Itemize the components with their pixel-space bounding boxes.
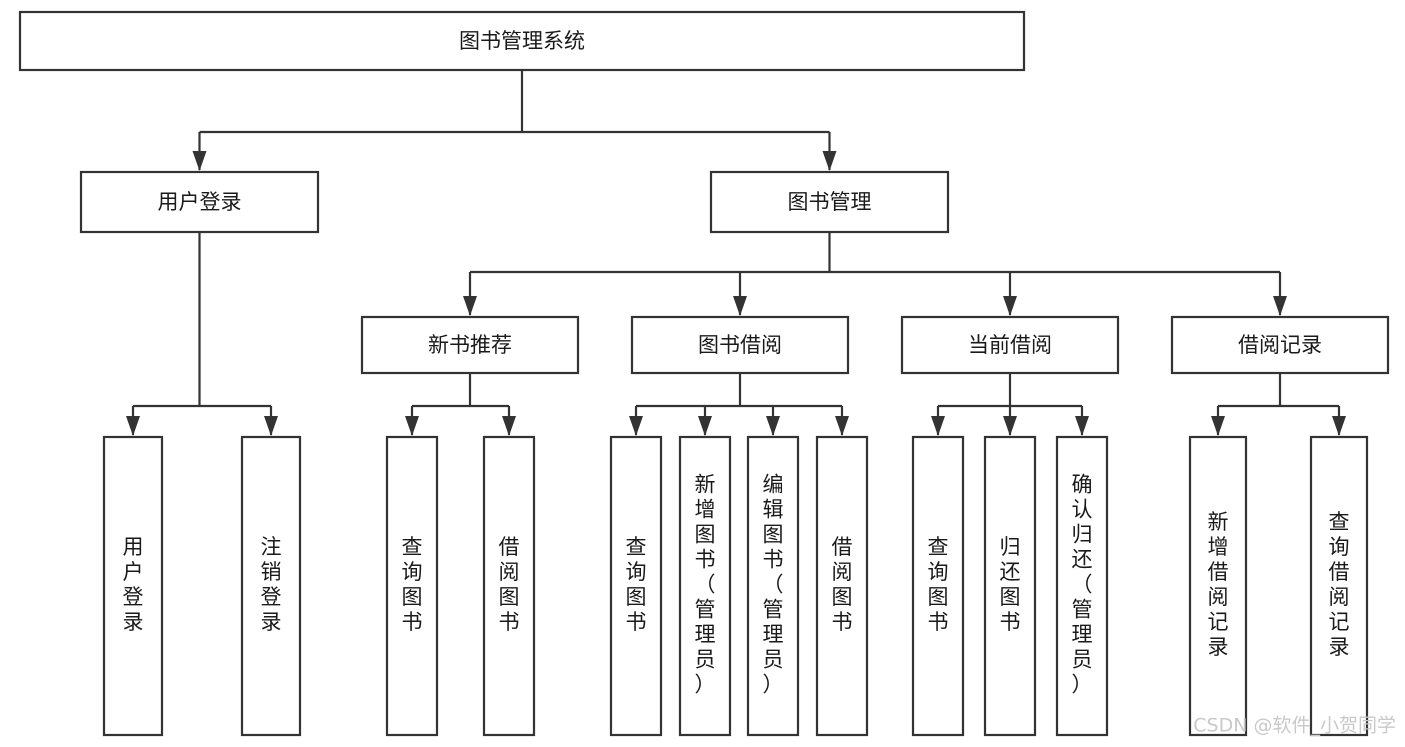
node-leaf-user-login[interactable]: 用户登录: [102, 435, 164, 737]
node-current-borrow-label: 当前借阅: [968, 333, 1052, 357]
node-leaf-confirm-return-admin-label: 确认归还（管理员）: [1072, 473, 1093, 697]
arrow-new-book-recommend-to-leaf-borrow-book-recommend: [502, 416, 516, 436]
arrow-borrow-record-to-leaf-query-borrow-record: [1332, 416, 1346, 436]
node-book-management-label: 图书管理: [788, 190, 872, 214]
node-leaf-query-book-recommend-label: 查询图书: [402, 535, 423, 634]
arrow-root-to-user-login: [192, 151, 207, 171]
node-leaf-query-book-borrow[interactable]: 查询图书: [609, 435, 663, 737]
arrow-bm-to-new-book-recommend: [463, 296, 477, 316]
arrow-root-to-book-management: [822, 151, 837, 171]
arrow-book-borrow-to-leaf-query-book-borrow: [629, 416, 643, 436]
node-leaf-query-book-recommend-box[interactable]: [385, 435, 439, 737]
node-leaf-add-borrow-record[interactable]: 新增借阅记录: [1188, 435, 1248, 737]
node-user-login-box[interactable]: [79, 170, 320, 234]
arrow-bm-to-book-borrow: [733, 296, 747, 316]
node-user-login-label: 用户登录: [158, 190, 242, 214]
node-book-management[interactable]: 图书管理: [709, 170, 950, 234]
arrow-user-login-to-leaf-user-login: [126, 416, 140, 436]
node-leaf-borrow-book[interactable]: 借阅图书: [815, 435, 869, 737]
node-leaf-user-login-label: 用户登录: [123, 535, 144, 634]
node-new-book-recommend[interactable]: 新书推荐: [360, 315, 580, 375]
node-borrow-record-box[interactable]: [1170, 315, 1390, 375]
node-leaf-return-book[interactable]: 归还图书: [983, 435, 1037, 737]
node-leaf-query-book-current[interactable]: 查询图书: [911, 435, 965, 737]
node-root[interactable]: 图书管理系统: [18, 10, 1026, 72]
node-new-book-recommend-box[interactable]: [360, 315, 580, 375]
nodes-layer: 图书管理系统用户登录图书管理新书推荐图书借阅当前借阅借阅记录用户登录注销登录查询…: [18, 10, 1390, 737]
node-leaf-confirm-return-admin[interactable]: 确认归还（管理员）: [1055, 435, 1109, 737]
arrow-bm-to-borrow-record: [1273, 296, 1287, 316]
arrow-book-borrow-to-leaf-edit-book-admin: [766, 416, 780, 436]
node-leaf-query-book-recommend[interactable]: 查询图书: [385, 435, 439, 737]
node-root-label: 图书管理系统: [459, 29, 585, 53]
node-leaf-query-book-borrow-box[interactable]: [609, 435, 663, 737]
node-book-borrow-label: 图书借阅: [698, 333, 782, 357]
node-leaf-add-book-admin-label: 新增图书（管理员）: [695, 473, 716, 697]
node-leaf-edit-book-admin[interactable]: 编辑图书（管理员）: [746, 435, 800, 737]
node-leaf-return-book-box[interactable]: [983, 435, 1037, 737]
arrow-borrow-record-to-leaf-add-borrow-record: [1211, 416, 1225, 436]
arrow-user-login-to-leaf-logout-login: [264, 416, 278, 436]
node-leaf-borrow-book-box[interactable]: [815, 435, 869, 737]
node-leaf-query-borrow-record-box[interactable]: [1309, 435, 1369, 737]
arrow-book-borrow-to-leaf-borrow-book: [835, 416, 849, 436]
arrow-current-borrow-to-leaf-return-book: [1003, 416, 1017, 436]
node-leaf-query-book-current-box[interactable]: [911, 435, 965, 737]
node-current-borrow-box[interactable]: [900, 315, 1120, 375]
node-borrow-record[interactable]: 借阅记录: [1170, 315, 1390, 375]
node-leaf-return-book-label: 归还图书: [1000, 535, 1021, 634]
arrow-bm-to-current-borrow: [1003, 296, 1017, 316]
node-book-management-box[interactable]: [709, 170, 950, 234]
node-leaf-query-borrow-record-label: 查询借阅记录: [1329, 510, 1350, 659]
node-leaf-query-borrow-record[interactable]: 查询借阅记录: [1309, 435, 1369, 737]
node-leaf-logout-login[interactable]: 注销登录: [240, 435, 302, 737]
arrow-book-borrow-to-leaf-add-book-admin: [698, 416, 712, 436]
node-leaf-add-borrow-record-label: 新增借阅记录: [1208, 510, 1229, 659]
node-leaf-add-book-admin[interactable]: 新增图书（管理员）: [678, 435, 732, 737]
node-leaf-borrow-book-recommend[interactable]: 借阅图书: [482, 435, 536, 737]
node-leaf-confirm-return-admin-box[interactable]: [1055, 435, 1109, 737]
connectors-layer: [126, 70, 1346, 436]
node-current-borrow[interactable]: 当前借阅: [900, 315, 1120, 375]
node-leaf-borrow-book-recommend-label: 借阅图书: [499, 535, 520, 634]
arrow-current-borrow-to-leaf-query-book-current: [931, 416, 945, 436]
node-leaf-add-borrow-record-box[interactable]: [1188, 435, 1248, 737]
node-book-borrow[interactable]: 图书借阅: [630, 315, 850, 375]
node-leaf-borrow-book-recommend-box[interactable]: [482, 435, 536, 737]
csdn-watermark: CSDN @软件_小贺同学: [1193, 715, 1396, 737]
arrow-current-borrow-to-leaf-confirm-return-admin: [1075, 416, 1089, 436]
arrow-new-book-recommend-to-leaf-query-book-recommend: [405, 416, 419, 436]
node-user-login[interactable]: 用户登录: [79, 170, 320, 234]
node-leaf-query-book-borrow-label: 查询图书: [626, 535, 647, 634]
node-borrow-record-label: 借阅记录: [1238, 333, 1322, 357]
node-book-borrow-box[interactable]: [630, 315, 850, 375]
node-leaf-logout-login-box[interactable]: [240, 435, 302, 737]
node-leaf-user-login-box[interactable]: [102, 435, 164, 737]
node-root-box[interactable]: [18, 10, 1026, 72]
node-leaf-borrow-book-label: 借阅图书: [832, 535, 853, 634]
node-leaf-logout-login-label: 注销登录: [261, 535, 282, 634]
node-leaf-edit-book-admin-box[interactable]: [746, 435, 800, 737]
node-new-book-recommend-label: 新书推荐: [428, 333, 512, 357]
node-leaf-add-book-admin-box[interactable]: [678, 435, 732, 737]
node-leaf-query-book-current-label: 查询图书: [928, 535, 949, 634]
node-leaf-edit-book-admin-label: 编辑图书（管理员）: [763, 473, 784, 697]
